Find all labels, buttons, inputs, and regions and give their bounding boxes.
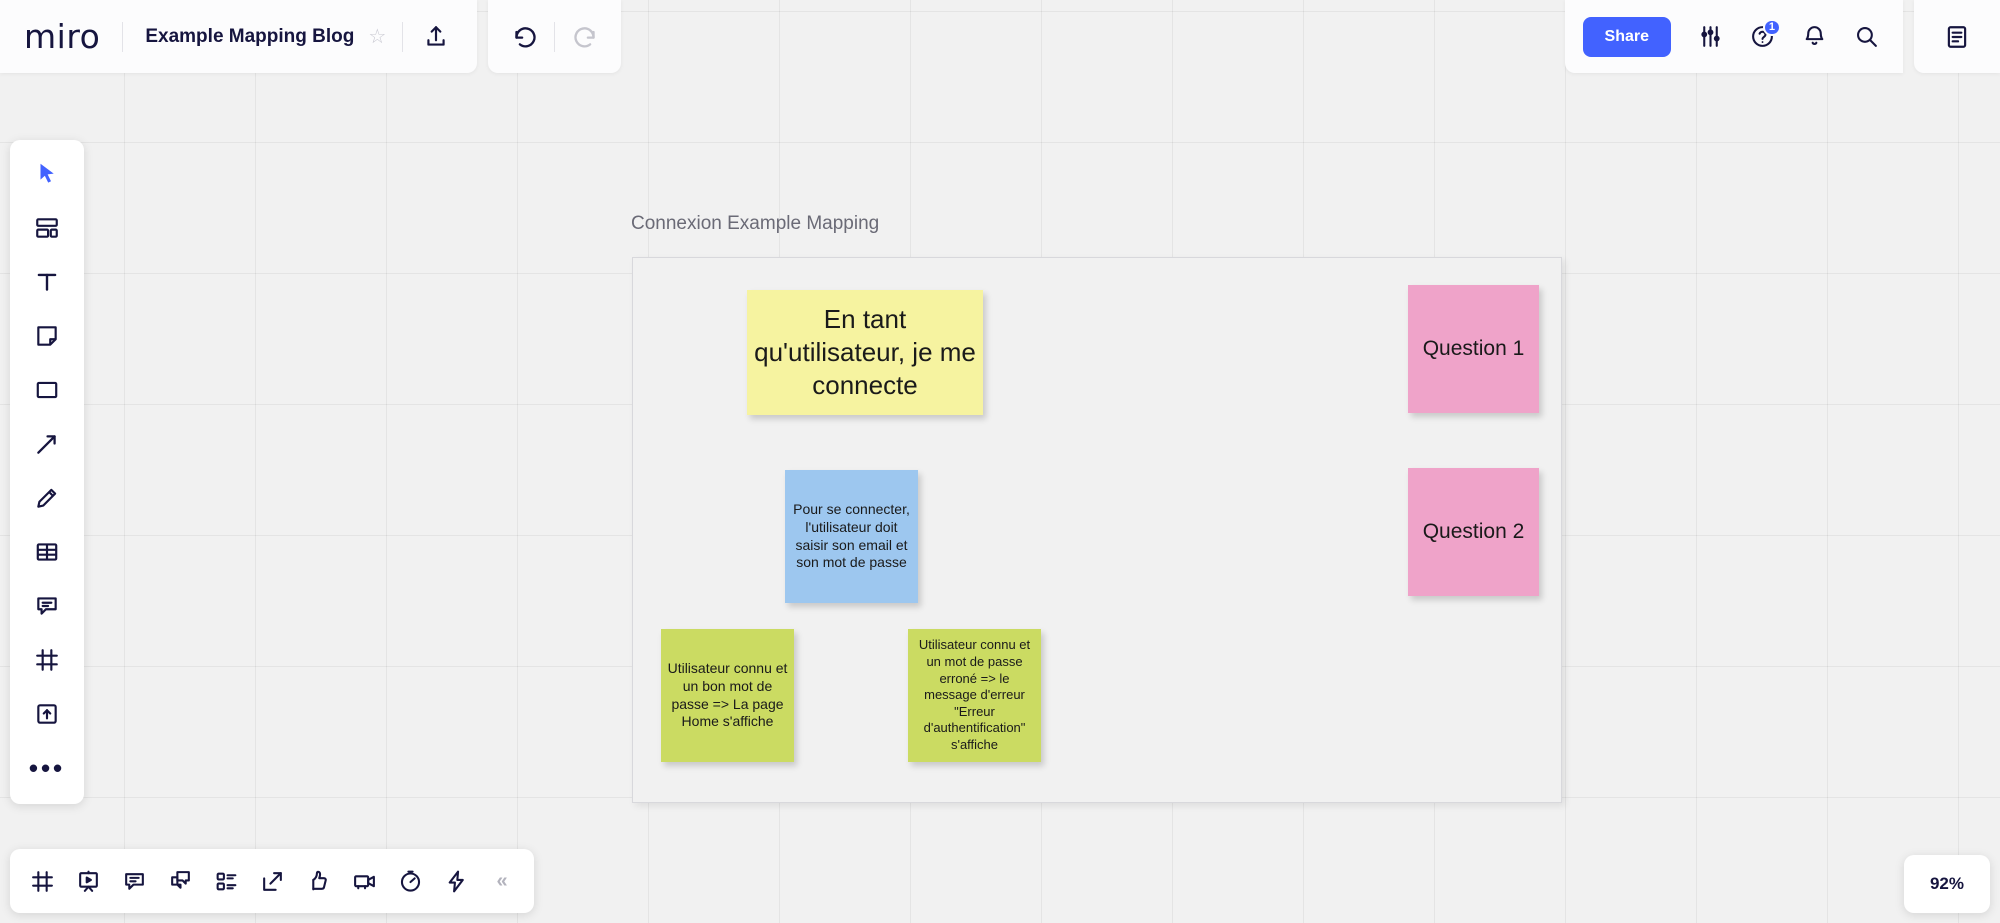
- frames-icon[interactable]: [20, 859, 64, 903]
- upload-box-icon[interactable]: [23, 692, 71, 736]
- top-bar: miro Example Mapping Blog ☆: [0, 0, 2000, 73]
- pencil-icon[interactable]: [23, 476, 71, 520]
- ellipsis-icon[interactable]: •••: [28, 752, 66, 783]
- frame-title[interactable]: Connexion Example Mapping: [631, 213, 880, 234]
- document-panel-icon[interactable]: [1934, 14, 1980, 60]
- chevron-left-double-icon: «: [496, 869, 508, 892]
- star-outline-icon[interactable]: ☆: [368, 26, 387, 48]
- table-grid-icon[interactable]: [23, 530, 71, 574]
- comment-bubble-icon[interactable]: [23, 584, 71, 628]
- sticky-note-question-2[interactable]: Question 2: [1408, 468, 1539, 596]
- divider: [554, 21, 556, 52]
- redo-arrow-icon[interactable]: [561, 14, 607, 60]
- sticky-note-rule-1[interactable]: Pour se connecter, l'utilisateur doit sa…: [785, 470, 918, 603]
- undo-redo-group: [488, 0, 622, 73]
- sticky-note-icon[interactable]: [23, 314, 71, 358]
- board-info-group: miro Example Mapping Blog ☆: [0, 0, 478, 73]
- rectangle-shape-icon[interactable]: [23, 368, 71, 412]
- cursor-arrow-icon[interactable]: [23, 152, 71, 196]
- miro-logo[interactable]: miro: [24, 17, 101, 56]
- zoom-level-indicator[interactable]: 92%: [1903, 855, 1990, 913]
- bottom-toolbar: «: [10, 849, 534, 913]
- cards-list-icon[interactable]: [204, 859, 248, 903]
- bell-icon[interactable]: [1791, 14, 1837, 60]
- video-camera-icon[interactable]: [342, 859, 386, 903]
- timer-clock-icon[interactable]: [388, 859, 432, 903]
- presentation-play-icon[interactable]: [66, 859, 110, 903]
- sticky-note-example-1[interactable]: Utilisateur connu et un bon mot de passe…: [661, 629, 794, 762]
- divider: [402, 21, 404, 52]
- frame-icon[interactable]: [23, 638, 71, 682]
- actions-group: Share 1: [1564, 0, 1903, 73]
- left-tools-toolbar: •••: [10, 140, 84, 804]
- undo-arrow-icon[interactable]: [502, 14, 548, 60]
- divider: [122, 21, 124, 52]
- sticky-note-example-2[interactable]: Utilisateur connu et un mot de passe err…: [908, 629, 1041, 762]
- comment-lines-icon[interactable]: [112, 859, 156, 903]
- sliders-icon[interactable]: [1687, 14, 1733, 60]
- sticky-note-user-story[interactable]: En tant qu'utilisateur, je me connecte: [747, 290, 983, 415]
- chat-bubbles-icon[interactable]: [158, 859, 202, 903]
- share-button[interactable]: Share: [1582, 16, 1671, 57]
- board-title[interactable]: Example Mapping Blog: [145, 25, 355, 47]
- thumbs-up-icon[interactable]: [296, 859, 340, 903]
- question-circle-icon[interactable]: 1: [1739, 14, 1785, 60]
- collapse-toolbar-button[interactable]: «: [480, 859, 524, 903]
- templates-layout-icon[interactable]: [23, 206, 71, 250]
- sticky-note-question-1[interactable]: Question 1: [1408, 285, 1539, 413]
- notes-panel-group: [1914, 0, 2000, 73]
- arrow-diagonal-icon[interactable]: [23, 422, 71, 466]
- help-badge: 1: [1762, 18, 1781, 36]
- search-icon[interactable]: [1843, 14, 1889, 60]
- lightning-bolt-icon[interactable]: [434, 859, 478, 903]
- text-t-icon[interactable]: [23, 260, 71, 304]
- upload-icon[interactable]: [413, 14, 459, 60]
- export-arrow-icon[interactable]: [250, 859, 294, 903]
